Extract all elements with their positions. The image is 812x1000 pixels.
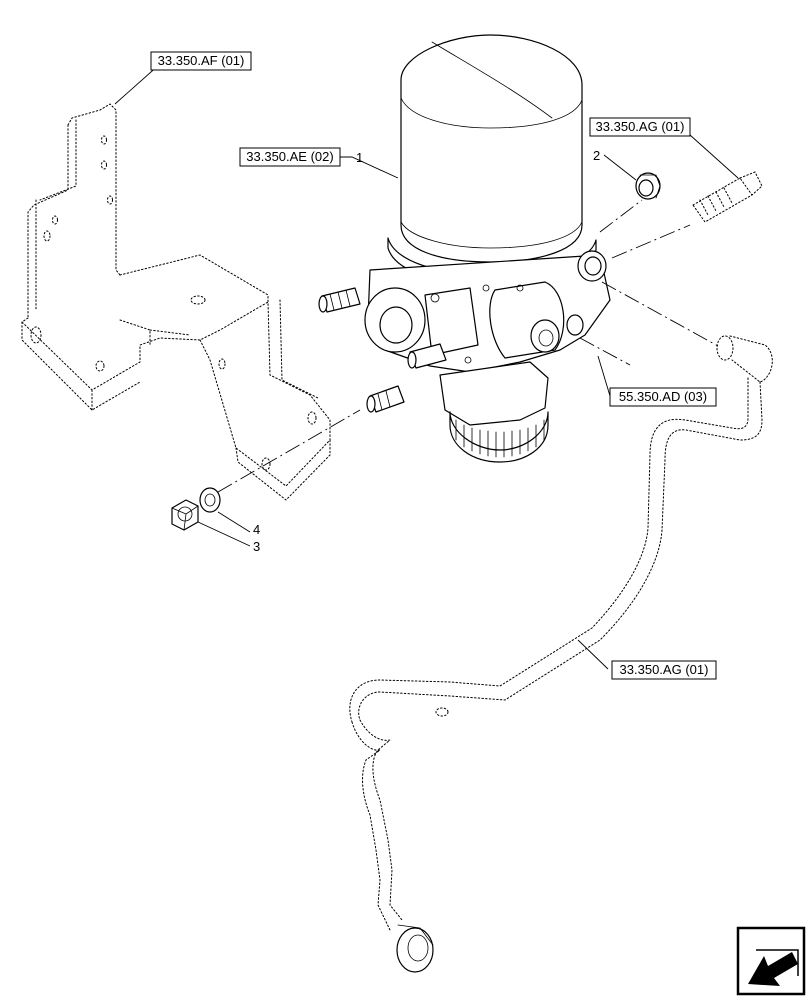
- item-number-1: 1: [356, 150, 363, 165]
- nut: [171, 499, 199, 531]
- air-pipe: [349, 335, 773, 973]
- plug: [635, 172, 661, 200]
- leader-lines: [114, 63, 739, 670]
- item-number-3: 3: [253, 539, 260, 554]
- washer: [199, 487, 221, 513]
- reference-valve-text: 55.350.AD (03): [619, 389, 707, 404]
- reference-dryer-text: 33.350.AE (02): [246, 149, 333, 164]
- item-number-2: 2: [593, 148, 600, 163]
- reference-bracket-label[interactable]: 33.350.AF (01): [150, 51, 252, 71]
- air-dryer-assembly: [318, 34, 611, 463]
- reference-bracket-text: 33.350.AF (01): [158, 53, 245, 68]
- reference-fitting-label[interactable]: 33.350.AG (01): [589, 117, 691, 137]
- reference-pipe-text: 33.350.AG (01): [620, 662, 709, 677]
- reference-fitting-text: 33.350.AG (01): [596, 119, 685, 134]
- reference-dryer-label[interactable]: 33.350.AE (02): [239, 147, 341, 167]
- center-lines: [217, 199, 719, 493]
- reference-pipe-label[interactable]: 33.350.AG (01): [611, 660, 717, 680]
- mounting-bracket: [21, 103, 331, 501]
- connector-fitting: [692, 171, 763, 223]
- reference-valve-label[interactable]: 55.350.AD (03): [609, 387, 717, 407]
- item-number-4: 4: [253, 522, 260, 537]
- arrow-down-left-icon[interactable]: [736, 926, 806, 996]
